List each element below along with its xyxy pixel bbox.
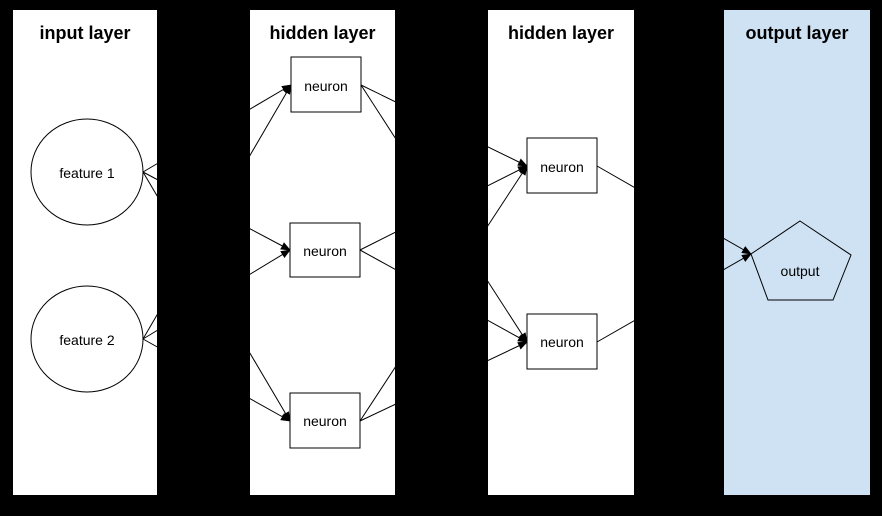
edge-h2-n2-to-output	[596, 253, 752, 343]
edge-h1-n2-to-h2-n1	[359, 165, 528, 251]
edge-h1-n3-to-h2-n1	[359, 165, 528, 422]
input-layer-title: input layer	[39, 23, 131, 43]
feature-2-node	[30, 285, 144, 393]
input-layer-panel: input layer	[13, 10, 157, 495]
edge-feature-2-to-h1-n1	[142, 84, 292, 340]
edge-feature-2-to-h1-n3	[142, 338, 291, 422]
edge-feature-1-to-h1-n3	[142, 171, 291, 422]
h2-n2-label: neuron	[540, 334, 584, 350]
edge-h1-n3-to-h2-n2	[359, 341, 528, 422]
h2-n1-node	[526, 137, 598, 194]
h1-n1-node	[290, 56, 362, 113]
edge-h1-n1-to-h2-n1	[360, 84, 528, 167]
edge-h1-n2-to-h2-n2	[359, 249, 528, 343]
h1-n2-label: neuron	[303, 243, 347, 259]
hidden-layer-2-title: hidden layer	[507, 23, 615, 43]
feature-1-node	[30, 118, 144, 226]
edge-h1-n1-to-h2-n2	[360, 84, 528, 343]
h2-n2-node	[526, 313, 598, 370]
h1-n2-node	[289, 222, 361, 278]
h1-n1-label: neuron	[304, 78, 348, 94]
h1-n3-label: neuron	[303, 413, 347, 429]
output-layer-title: output layer	[745, 23, 849, 43]
feature-2-label: feature 2	[59, 332, 115, 348]
edge-feature-2-to-h1-n2	[142, 249, 291, 340]
h1-n3-node	[289, 392, 361, 449]
output-node	[750, 220, 852, 301]
feature-1-label: feature 1	[59, 165, 115, 181]
h2-n1-label: neuron	[540, 159, 584, 175]
edge-feature-1-to-h1-n2	[142, 171, 291, 251]
hidden-layer-1-title: hidden layer	[269, 23, 376, 43]
edge-h2-n1-to-output	[596, 165, 752, 255]
hidden-layer-2-panel: hidden layer	[488, 10, 634, 495]
output-label: output	[780, 263, 820, 279]
edge-feature-1-to-h1-n1	[142, 84, 292, 173]
